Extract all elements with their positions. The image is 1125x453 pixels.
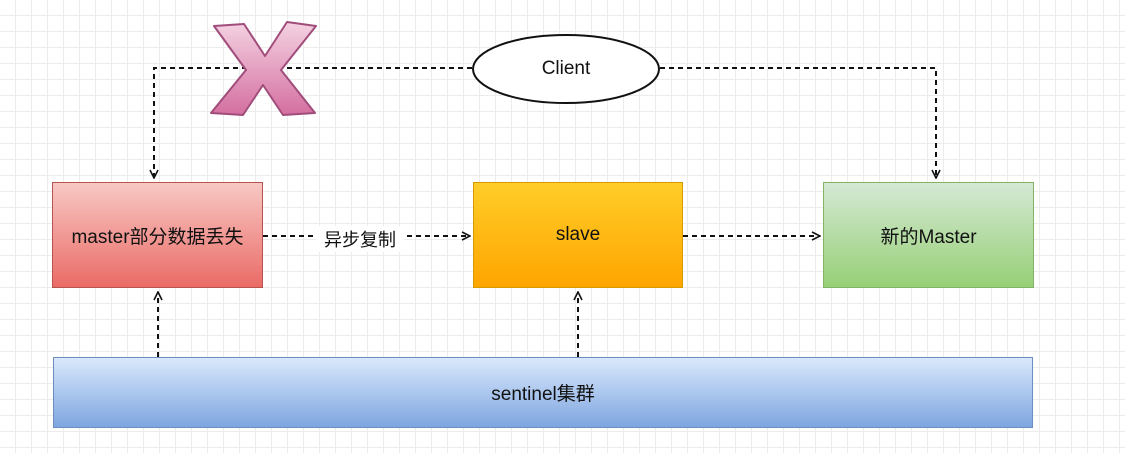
cross-x-icon [210, 21, 317, 116]
old-master-node: master部分数据丢失 [52, 182, 263, 288]
client-label: Client [541, 58, 591, 79]
sentinel-cluster-node: sentinel集群 [53, 357, 1033, 428]
new-master-label: 新的Master [880, 226, 977, 248]
new-master-node: 新的Master [823, 182, 1034, 288]
sentinel-cluster-label: sentinel集群 [491, 384, 595, 405]
old-master-label: master部分数据丢失 [71, 226, 244, 248]
client-ellipse [472, 34, 660, 104]
async-replication-label: 异步复制 [316, 226, 404, 252]
client-node: Client [472, 35, 660, 103]
edge-client-to-master [154, 67, 472, 178]
slave-node: slave [473, 182, 683, 288]
edge-client-to-new-master [660, 67, 936, 178]
slave-label: slave [555, 224, 601, 245]
